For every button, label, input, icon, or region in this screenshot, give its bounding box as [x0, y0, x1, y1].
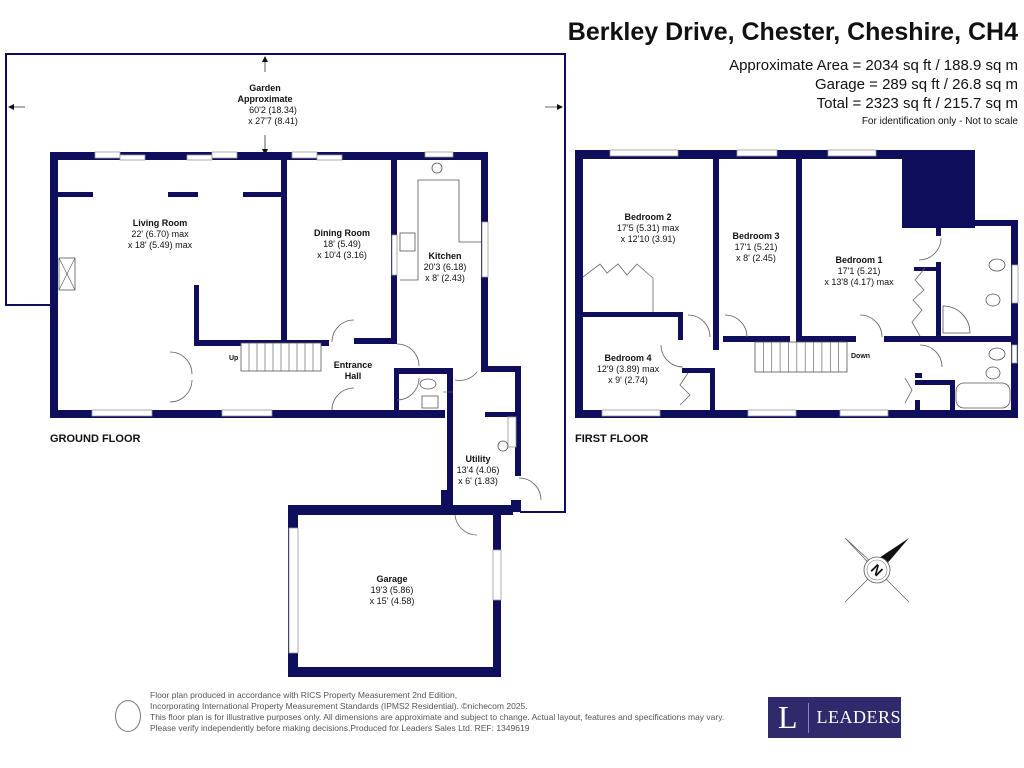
- utility-dim-2: x 6' (1.83): [458, 476, 498, 486]
- property-title: Berkley Drive, Chester, Cheshire, CH4: [567, 18, 1018, 46]
- logo-letter: L: [778, 699, 798, 735]
- utility-name: Utility: [465, 454, 490, 464]
- garden-dim-2: x 27'7 (8.41): [248, 116, 298, 126]
- first-floor-windows: [601, 149, 1019, 417]
- leaders-logo: L LEADERS: [768, 697, 901, 738]
- bedroom-1-name: Bedroom 1: [835, 255, 882, 265]
- bedroom-1-dim-1: 17'1 (5.21): [838, 266, 881, 276]
- total-area: Total = 2323 sq ft / 215.7 sq m: [816, 95, 1018, 112]
- first-floor-label: FIRST FLOOR: [575, 433, 648, 445]
- living-room-name: Living Room: [133, 218, 188, 228]
- bath-icon: [955, 382, 1011, 409]
- compass-icon: N: [844, 537, 910, 603]
- entrance-hall-name-2: Hall: [345, 371, 362, 381]
- stairs-down-label: Down: [851, 353, 870, 360]
- ground-floor-fixtures: [58, 162, 509, 452]
- dining-room-name: Dining Room: [314, 228, 370, 238]
- living-room-dim-2: x 18' (5.49) max: [128, 240, 193, 250]
- utility-sink-icon: [497, 440, 509, 452]
- ground-floor-label: GROUND FLOOR: [50, 433, 140, 445]
- bedroom-3-dim-2: x 8' (2.45): [736, 253, 776, 263]
- ensuite-basin-icon: [988, 258, 1006, 272]
- sink-icon: [431, 162, 443, 174]
- approximate-area: Approximate Area = 2034 sq ft / 188.9 sq…: [729, 57, 1018, 74]
- basin-icon: [421, 395, 439, 409]
- living-room-dim-1: 22' (6.70) max: [131, 229, 189, 239]
- footer-line: Incorporating International Property Mea…: [150, 701, 528, 711]
- footer-line: Floor plan produced in accordance with R…: [150, 690, 458, 700]
- bathroom-toilet-icon: [985, 366, 1001, 380]
- garden-name: Garden: [249, 83, 281, 93]
- footer-line: This floor plan is for illustrative purp…: [150, 712, 725, 722]
- garage-dim-2: x 15' (4.58): [370, 596, 415, 606]
- disclaimer-footer: Floor plan produced in accordance with R…: [150, 690, 724, 734]
- bedroom-3-name: Bedroom 3: [732, 231, 779, 241]
- logo-divider: [807, 702, 809, 733]
- garage-name: Garage: [376, 574, 407, 584]
- utility-dim-1: 13'4 (4.06): [457, 465, 500, 475]
- bedroom-4-name: Bedroom 4: [604, 353, 651, 363]
- first-floor-fixtures: [582, 258, 1011, 409]
- person-scale-icon: [115, 700, 141, 732]
- scale-note: For identification only - Not to scale: [861, 116, 1018, 127]
- entrance-hall-name: Entrance: [334, 360, 373, 370]
- hob-icon: [399, 232, 416, 252]
- garden-dim-1: 60'2 (18.34): [249, 105, 297, 115]
- ground-floor-doors: [169, 319, 542, 536]
- bedroom-4-dim-2: x 9' (2.74): [608, 375, 648, 385]
- first-floor-stairs: [754, 341, 848, 373]
- bedroom-2-dim-2: x 12'10 (3.91): [621, 234, 676, 244]
- shower-icon: [942, 305, 971, 334]
- bedroom-1-dim-2: x 13'8 (4.17) max: [824, 277, 894, 287]
- logo-text: LEADERS: [816, 707, 901, 727]
- stairs-up-label: Up: [229, 355, 238, 362]
- first-floor-doors: [660, 237, 943, 368]
- ground-floor-stairs: [240, 342, 322, 372]
- bedroom-2-name: Bedroom 2: [624, 212, 671, 222]
- ground-floor-windows: [91, 151, 517, 654]
- garage-area: Garage = 289 sq ft / 26.8 sq m: [814, 76, 1018, 93]
- dining-room-dim-2: x 10'4 (3.16): [317, 250, 367, 260]
- bedroom-4-dim-1: 12'9 (3.89) max: [597, 364, 660, 374]
- bedroom-3-dim-1: 17'1 (5.21): [735, 242, 778, 252]
- bathroom-basin-icon: [988, 347, 1006, 361]
- kitchen-dim-2: x 8' (2.43): [425, 273, 465, 283]
- bedroom-2-dim-1: 17'5 (5.31) max: [617, 223, 680, 233]
- toilet-icon: [419, 378, 437, 390]
- ensuite-toilet-icon: [985, 293, 1001, 307]
- kitchen-dim-1: 20'3 (6.18): [424, 262, 467, 272]
- dining-room-dim-1: 18' (5.49): [323, 239, 361, 249]
- footer-line: Please verify independently before makin…: [150, 723, 530, 733]
- garage-dim-1: 19'3 (5.86): [371, 585, 414, 595]
- garden-name-2: Approximate: [237, 94, 292, 104]
- kitchen-name: Kitchen: [428, 251, 461, 261]
